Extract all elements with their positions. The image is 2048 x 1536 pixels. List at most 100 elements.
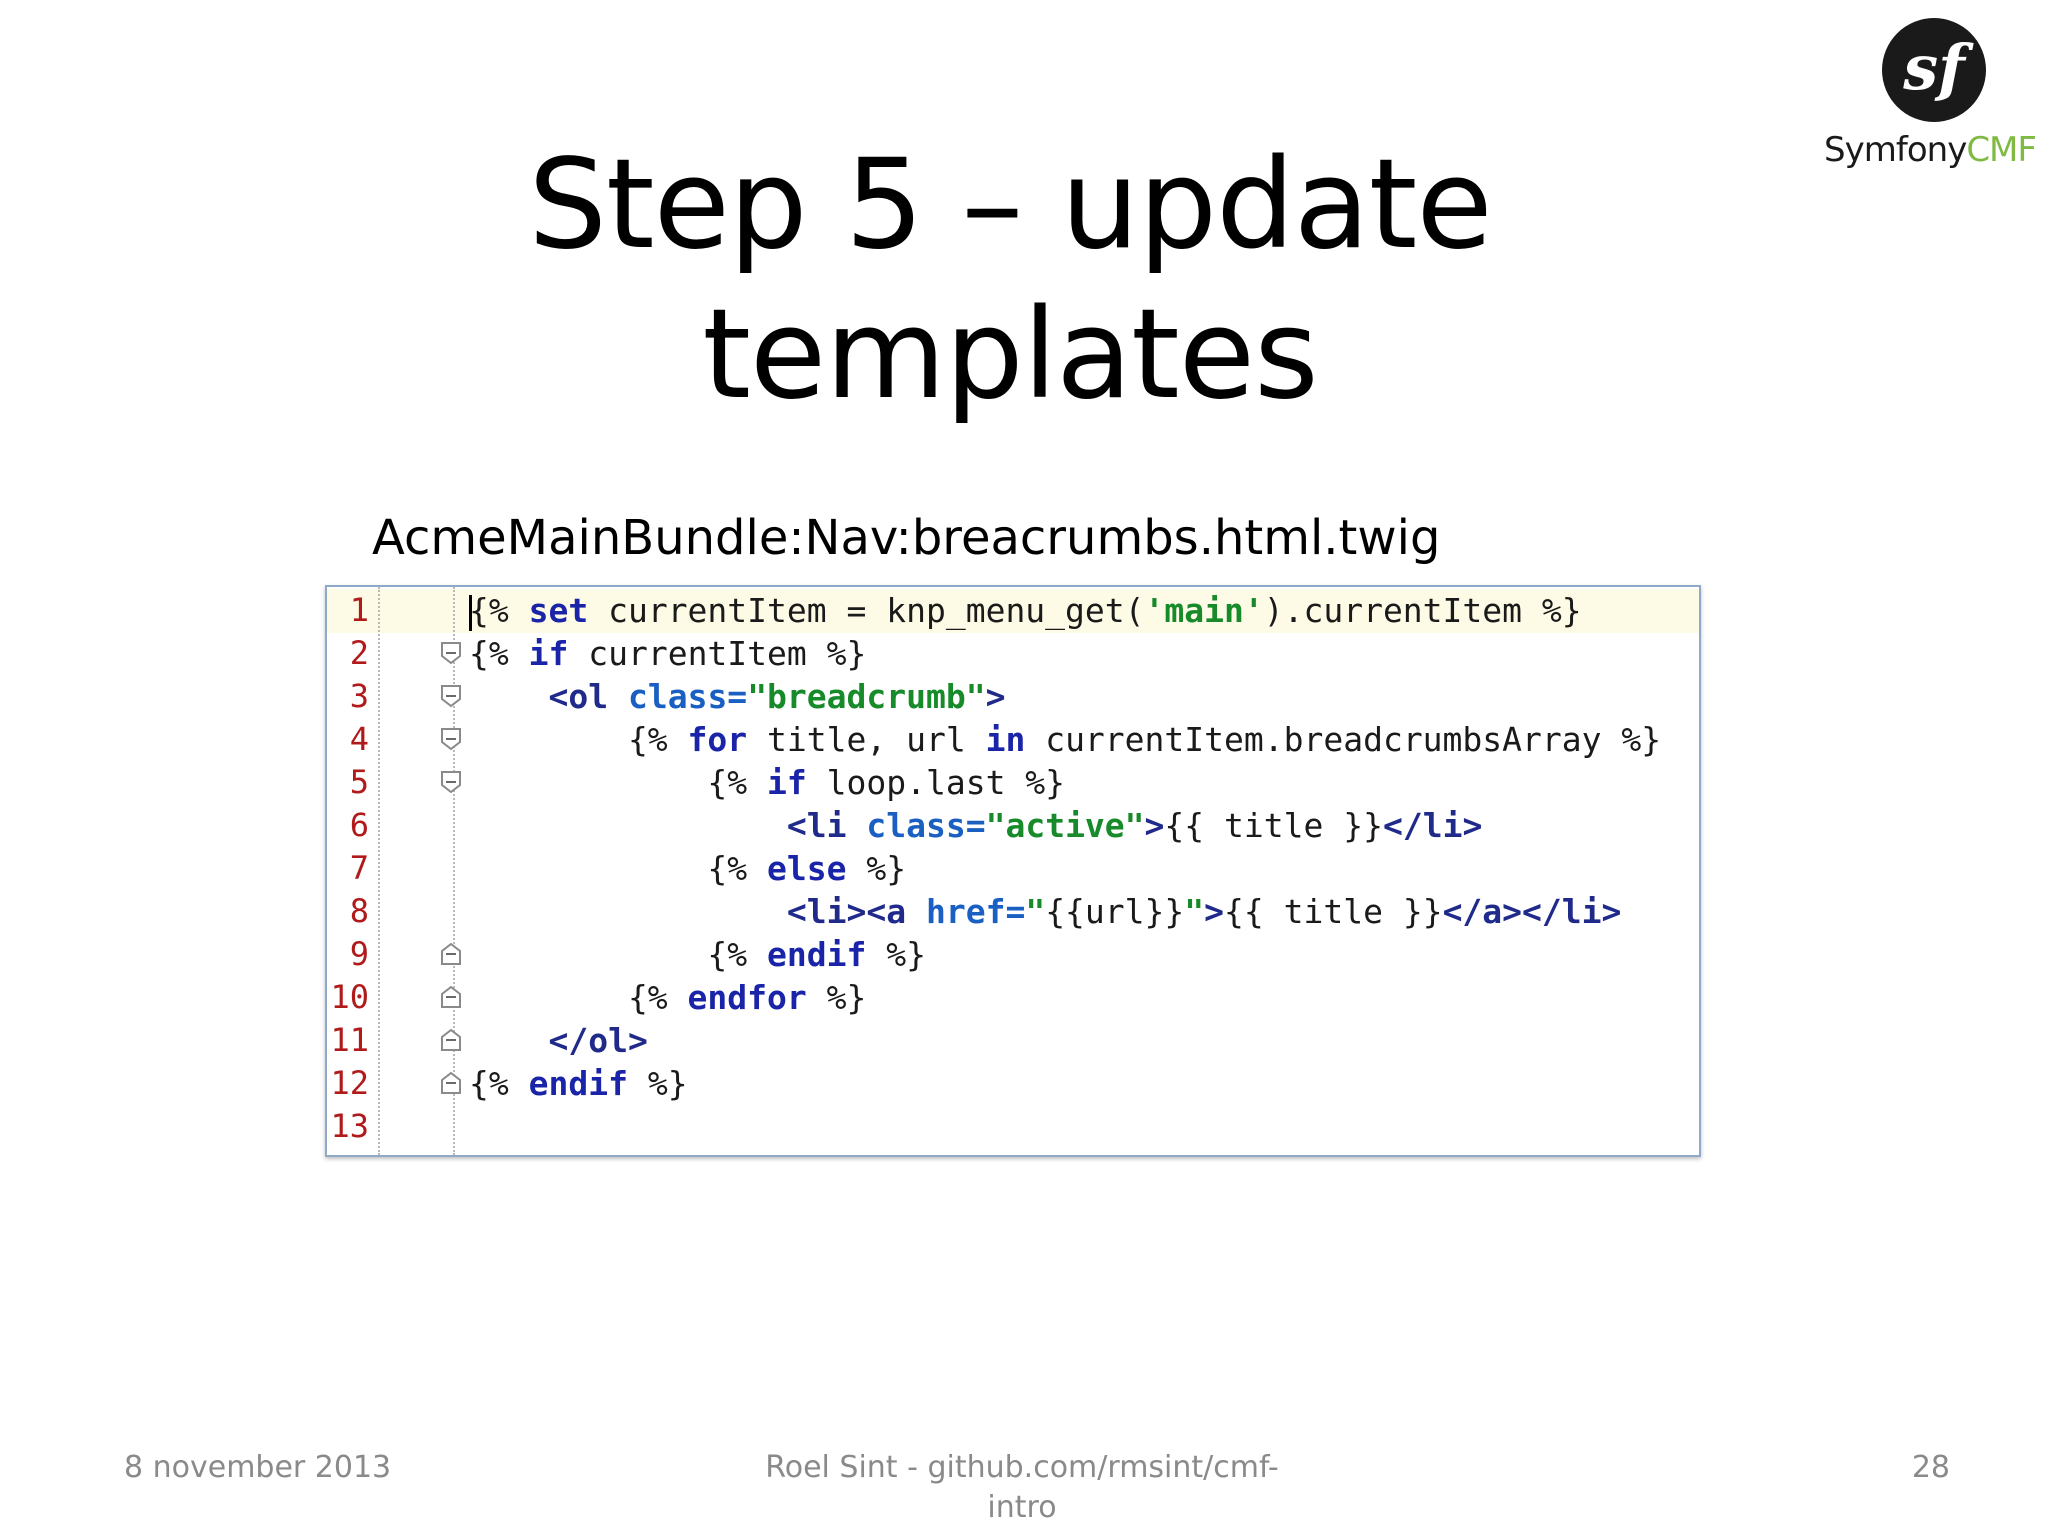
code-token: <li><a — [786, 892, 926, 931]
fold-row — [435, 632, 471, 675]
code-token: class= — [866, 806, 986, 845]
line-number: 8 — [349, 892, 369, 930]
code-line: </ol> — [469, 1019, 1661, 1062]
footer-author: Roel Sint - github.com/rmsint/cmf-intro — [765, 1450, 1279, 1525]
code-token: %} — [806, 978, 867, 1017]
code-token: for — [687, 720, 748, 759]
code-token: {% — [469, 935, 768, 974]
code-token: %} — [627, 1064, 688, 1103]
code-line: <li><a href="{{url}}">{{ title }}</a></l… — [469, 890, 1661, 933]
code-token: {% — [469, 720, 688, 759]
line-number: 4 — [349, 720, 369, 758]
fold-row — [435, 890, 471, 933]
fold-end-icon[interactable] — [439, 1070, 463, 1096]
fold-row — [435, 933, 471, 976]
code-area[interactable]: {% set currentItem = knp_menu_get('main'… — [469, 589, 1661, 1148]
line-number: 1 — [349, 591, 369, 629]
code-line: {% else %} — [469, 847, 1661, 890]
slide-title: Step 5 – update templates — [528, 133, 1492, 427]
code-line: <ol class="breadcrumb"> — [469, 675, 1661, 718]
code-token: " — [1025, 892, 1046, 931]
fold-row — [435, 718, 471, 761]
symfony-logo-icon: sf — [1882, 18, 1986, 122]
text-cursor — [469, 594, 472, 631]
line-number: 2 — [349, 634, 369, 672]
fold-end-icon[interactable] — [439, 984, 463, 1010]
code-token: currentItem.breadcrumbsArray %} — [1025, 720, 1662, 759]
footer-date: 8 november 2013 — [124, 1450, 392, 1485]
fold-collapse-icon[interactable] — [439, 726, 463, 752]
fold-end-icon[interactable] — [439, 941, 463, 967]
code-token: ).currentItem %} — [1263, 591, 1582, 630]
fold-separator — [453, 587, 455, 1155]
code-line: {% if currentItem %} — [469, 632, 1661, 675]
code-token: {% — [469, 978, 688, 1017]
code-token: {% — [469, 634, 529, 673]
logo-word-cmf: CMF — [1966, 130, 2037, 170]
code-token: {% — [469, 591, 529, 630]
line-number: 9 — [349, 935, 369, 973]
code-token: %} — [846, 849, 907, 888]
code-token: {{ title }} — [1224, 892, 1443, 931]
file-label: AcmeMainBundle:Nav:breacrumbs.html.twig — [372, 510, 1441, 566]
fold-row — [435, 1062, 471, 1105]
fold-collapse-icon[interactable] — [439, 640, 463, 666]
code-token: currentItem = knp_menu_get( — [588, 591, 1145, 630]
logo-text: SymfonyCMF — [1820, 130, 2040, 170]
code-token: " — [1184, 892, 1205, 931]
fold-collapse-icon[interactable] — [439, 769, 463, 795]
code-token: {% — [469, 849, 768, 888]
symfony-cmf-logo: sf SymfonyCMF — [1820, 18, 2040, 178]
code-token: "active" — [985, 806, 1145, 845]
line-number: 3 — [349, 677, 369, 715]
code-token: else — [767, 849, 847, 888]
code-token: in — [985, 720, 1026, 759]
code-token: </ol> — [548, 1021, 648, 1060]
code-token — [469, 1021, 548, 1060]
code-token: if — [767, 763, 807, 802]
fold-gutter — [435, 589, 471, 1148]
fold-row — [435, 847, 471, 890]
fold-end-icon[interactable] — [439, 1027, 463, 1053]
code-token: set — [528, 591, 589, 630]
page-number: 28 — [1911, 1450, 1950, 1485]
code-token: title, url — [747, 720, 986, 759]
code-line: {% endfor %} — [469, 976, 1661, 1019]
line-number: 11 — [330, 1021, 369, 1059]
code-token: > — [1144, 806, 1165, 845]
code-token: currentItem %} — [568, 634, 867, 673]
code-token: "breadcrumb" — [747, 677, 986, 716]
fold-collapse-icon[interactable] — [439, 683, 463, 709]
code-token: > — [1204, 892, 1225, 931]
fold-row — [435, 761, 471, 804]
code-token: <ol — [548, 677, 628, 716]
line-number: 5 — [349, 763, 369, 801]
line-number: 10 — [330, 978, 369, 1016]
code-token: </li> — [1382, 806, 1483, 845]
code-line — [469, 1105, 1661, 1148]
code-token: endif — [528, 1064, 628, 1103]
line-number: 12 — [330, 1064, 369, 1102]
code-token: 'main' — [1144, 591, 1264, 630]
code-token — [469, 892, 787, 931]
code-token: if — [528, 634, 569, 673]
logo-word-symfony: Symfony — [1824, 130, 1967, 170]
code-token: loop.last %} — [806, 763, 1066, 802]
code-token: class= — [627, 677, 748, 716]
fold-row — [435, 589, 471, 632]
code-line: {% set currentItem = knp_menu_get('main'… — [469, 589, 1661, 632]
code-token: </a></li> — [1442, 892, 1622, 931]
code-token: <li — [786, 806, 867, 845]
code-token: {{url}} — [1045, 892, 1185, 931]
line-number: 13 — [330, 1107, 369, 1145]
code-token: > — [985, 677, 1006, 716]
gutter-separator — [378, 587, 380, 1155]
code-token: {% — [469, 763, 768, 802]
code-token: endif — [767, 935, 867, 974]
fold-row — [435, 1105, 471, 1148]
fold-row — [435, 804, 471, 847]
code-token — [469, 806, 787, 845]
